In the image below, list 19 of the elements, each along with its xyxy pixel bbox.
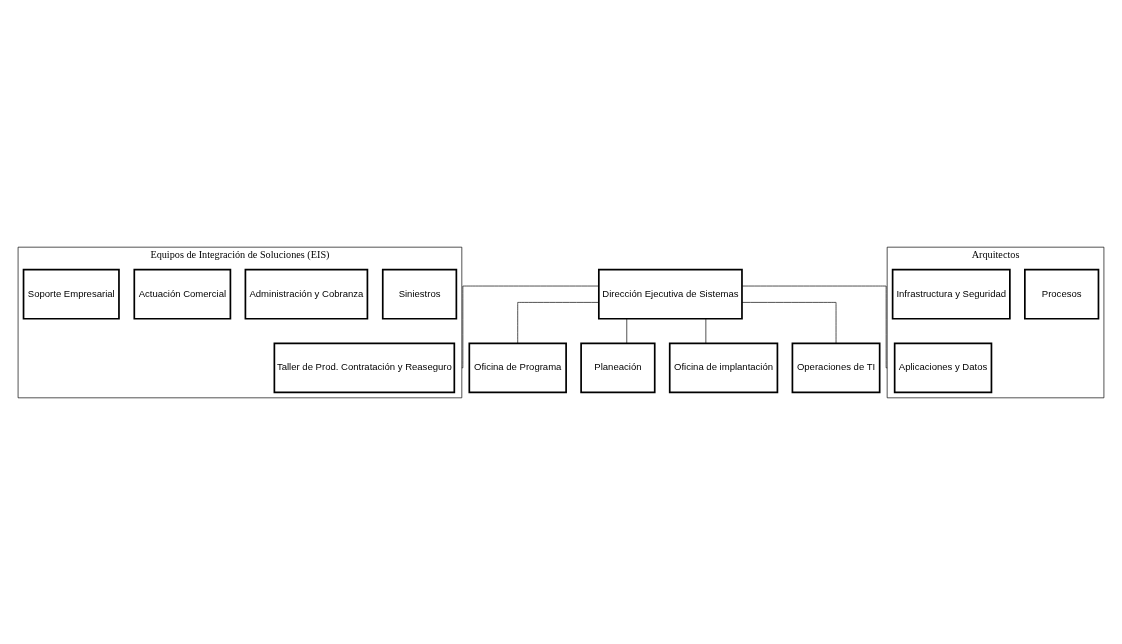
node-box: Administración y Cobranza [244, 268, 369, 320]
node-box: Dirección Ejecutiva de Sistemas [598, 268, 743, 320]
node-box: Soporte Empresarial [22, 268, 120, 320]
connector [741, 285, 888, 368]
node-box: Taller de Prod. Contratación y Reaseguro [273, 341, 456, 393]
node-box: Planeación [580, 341, 656, 393]
node-box: Operaciones de TI [791, 341, 881, 393]
node-box: Oficina de implantación [668, 341, 779, 393]
connector [741, 301, 837, 344]
connector [626, 318, 628, 343]
connector [705, 318, 707, 343]
connector [461, 285, 599, 368]
connector [517, 301, 600, 344]
node-box: Infrastructura y Seguridad [891, 268, 1011, 320]
node-box: Siniestros [381, 268, 458, 320]
node-box: Oficina de Programa [468, 341, 567, 393]
node-box: Actuación Comercial [133, 268, 232, 320]
node-box: Aplicaciones y Datos [893, 341, 993, 393]
node-box: Procesos [1024, 268, 1100, 320]
